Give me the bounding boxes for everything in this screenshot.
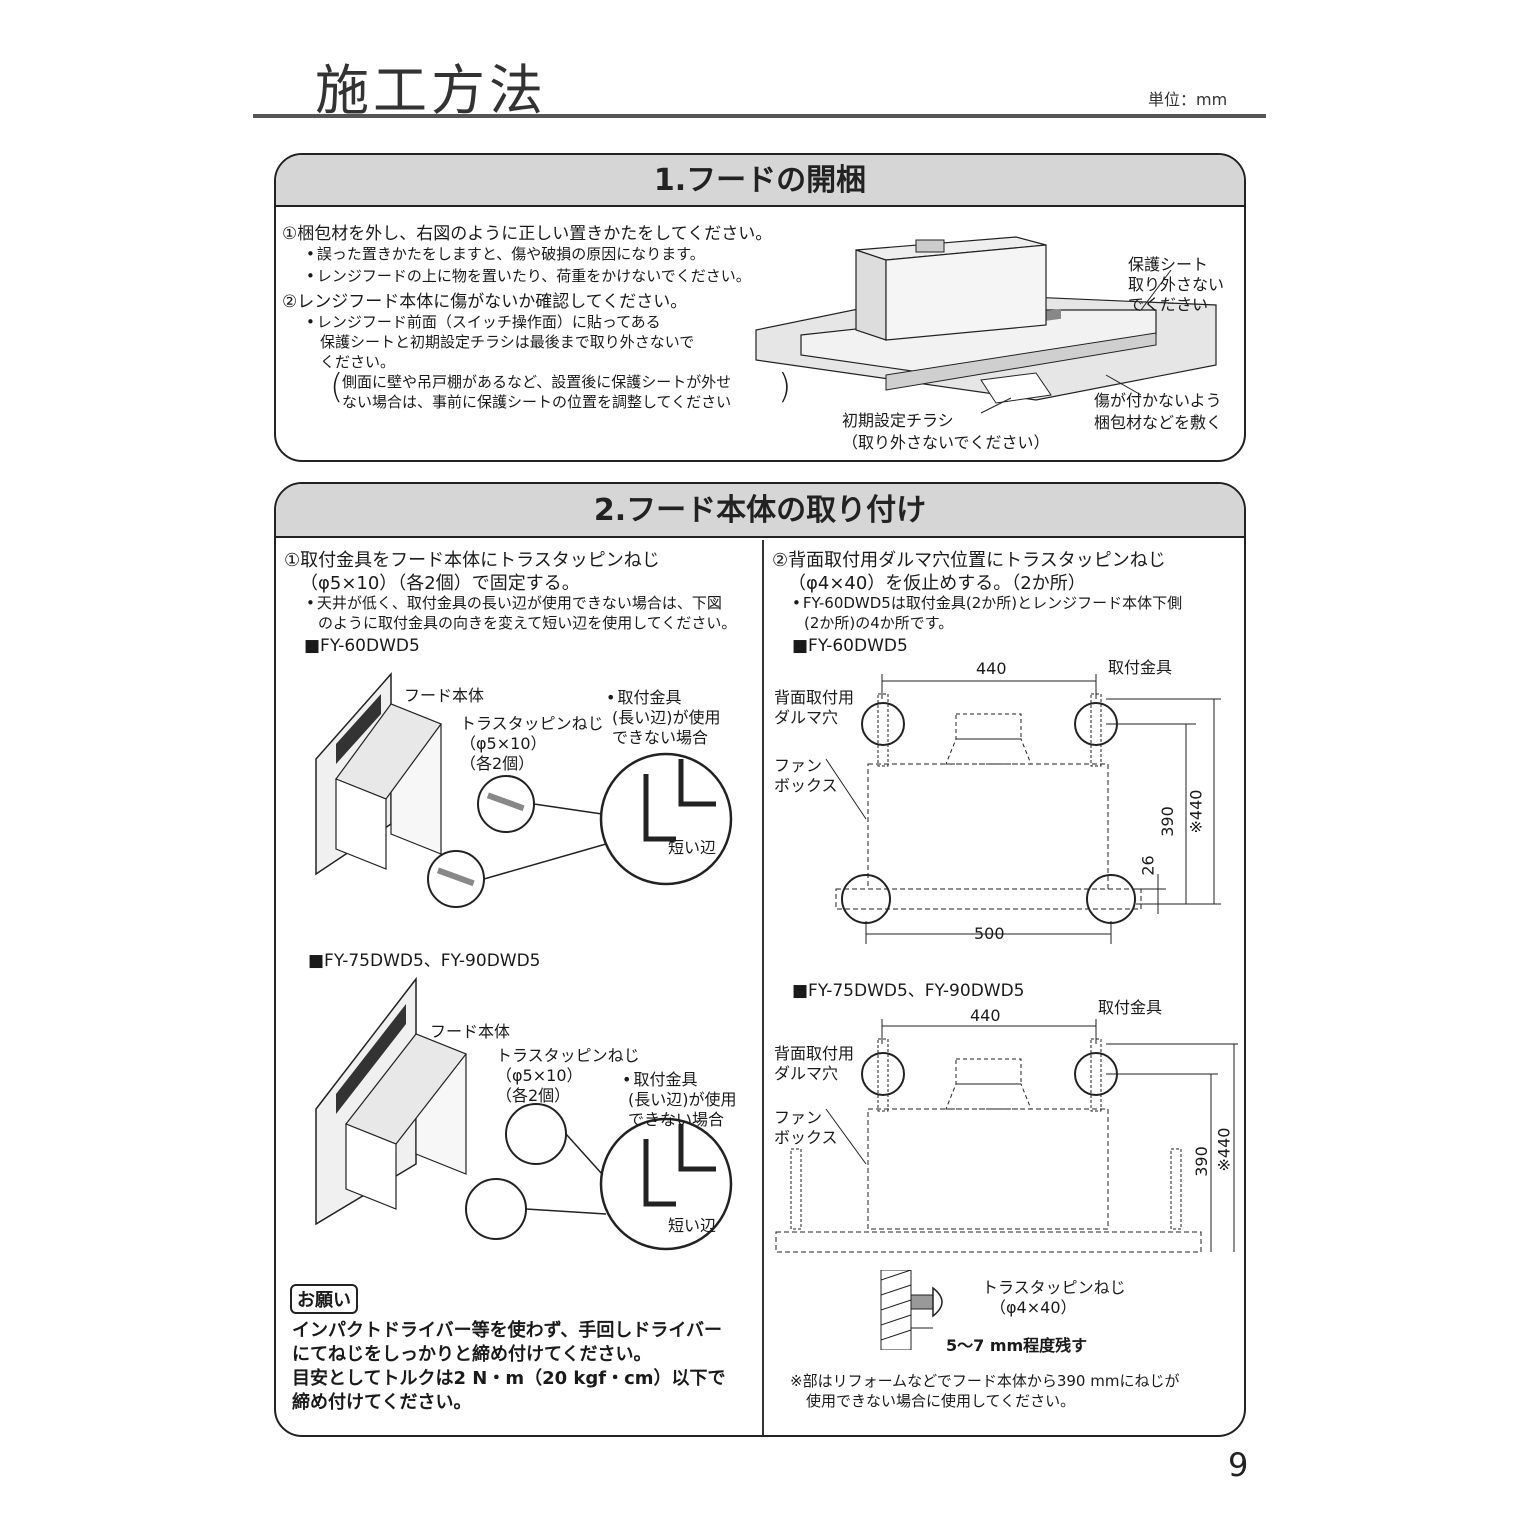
left-note-line-1: 天井が低く、取付金具の長い辺が使用できない場合は、下図 xyxy=(306,592,722,613)
right-model-a: ■FY-60DWD5 xyxy=(792,636,908,656)
step2-note-line-2: 保護シートと初期設定チラシは最後まで取り外さないで xyxy=(320,333,695,351)
leave-length-label: 5～7 mm程度残す xyxy=(946,1336,1088,1355)
section1-heading: 1.フードの開梱 xyxy=(276,155,1244,207)
screw-label-b-2: （φ5×10） xyxy=(496,1066,583,1085)
dim-500-a: 500 xyxy=(974,924,1005,943)
dim-x440-a: ※440 xyxy=(1186,789,1206,834)
right-bracket-label-a: 取付金具 xyxy=(1108,658,1173,677)
right-step-line-1: ②背面取付用ダルマ穴位置にトラスタッピンねじ xyxy=(772,550,1166,571)
flyer-label-1: 初期設定チラシ xyxy=(842,411,954,430)
step2-paren-line-2: ない場合は、事前に保護シートの位置を調整してください xyxy=(342,393,732,411)
request-line-1: インパクトドライバー等を使わず、手回しドライバー xyxy=(292,1320,723,1341)
bracket-fixing-illustration-60 xyxy=(315,672,733,908)
step2-note-line-3: ください。 xyxy=(320,353,396,371)
bracket-label-a-1: 取付金具 xyxy=(606,684,681,708)
hood-unpacking-illustration xyxy=(755,236,1217,414)
page-number: 9 xyxy=(1228,1446,1249,1484)
screw-detail-label-2: （φ4×40） xyxy=(990,1298,1077,1317)
right-note-line-2: (2か所)の4か所です。 xyxy=(804,614,954,632)
bracket-label-b-1: 取付金具 xyxy=(622,1066,697,1090)
request-line-3: 目安としてトルクは2 N・m（20 kgf・cm）以下で xyxy=(292,1368,726,1389)
request-line-4: 締め付けてください。 xyxy=(292,1392,472,1413)
dim-440-a: 440 xyxy=(976,659,1007,678)
right-model-b: ■FY-75DWD5、FY-90DWD5 xyxy=(792,981,1025,1001)
left-model-a: ■FY-60DWD5 xyxy=(304,636,420,656)
protect-sheet-label-3: でください xyxy=(1128,295,1209,314)
bracket-label-a-3: できない場合 xyxy=(612,728,709,747)
fanbox-label-b-1: ファン xyxy=(774,1108,823,1127)
paren-close: ) xyxy=(778,367,792,407)
screw-label-b-1: トラスタッピンねじ xyxy=(496,1046,640,1065)
left-step-line-1: ①取付金具をフード本体にトラスタッピンねじ xyxy=(284,550,660,571)
bracket-label-b-2: (長い辺)が使用 xyxy=(628,1090,737,1109)
screw-detail-illustration xyxy=(880,1270,943,1350)
page-title: 施工方法 xyxy=(315,59,547,122)
dim-390-a: 390 xyxy=(1157,806,1177,837)
unit-label: 単位：mm xyxy=(1148,90,1228,109)
request-badge: お願い xyxy=(290,1284,358,1314)
column-divider xyxy=(762,540,764,1435)
left-model-b: ■FY-75DWD5、FY-90DWD5 xyxy=(308,951,541,971)
footnote-line-2: 使用できない場合に使用してください。 xyxy=(806,1392,1076,1410)
bracket-label-b-3: できない場合 xyxy=(628,1110,725,1129)
right-bracket-label-b: 取付金具 xyxy=(1098,998,1163,1017)
daruma-label-a-1: 背面取付用 xyxy=(774,688,855,707)
packing-label-1: 傷が付かないよう xyxy=(1094,391,1222,410)
dim-440-b: 440 xyxy=(970,1006,1001,1025)
daruma-label-b-2: ダルマ穴 xyxy=(774,1064,839,1083)
daruma-hole-diagram-75-90 xyxy=(775,1019,1238,1253)
footnote-line-1: ※部はリフォームなどでフード本体から390 mmにねじが xyxy=(790,1372,1180,1390)
daruma-hole-diagram-60 xyxy=(825,674,1221,944)
dim-x440-b: ※440 xyxy=(1214,1127,1234,1172)
step2-note-line-1: レンジフード前面（スイッチ操作面）に貼ってある xyxy=(306,311,661,332)
right-step-line-2: （φ4×40）を仮止めする。（2か所） xyxy=(788,573,1086,594)
hood-body-label-a: フード本体 xyxy=(404,686,485,705)
protect-sheet-label-1: 保護シート xyxy=(1128,255,1209,274)
step2-paren-line-1: 側面に壁や吊戸棚があるなど、設置後に保護シートが外せ xyxy=(342,373,732,391)
daruma-label-b-1: 背面取付用 xyxy=(774,1044,855,1063)
protect-sheet-label-2: 取り外さない xyxy=(1128,275,1225,294)
step2-text: ②レンジフード本体に傷がないか確認してください。 xyxy=(282,292,688,312)
section-hood-mounting: 2.フード本体の取り付け ①取付金具をフード本体にトラスタッピンねじ （φ5×1… xyxy=(274,482,1246,1437)
hood-body-label-b: フード本体 xyxy=(430,1022,511,1041)
step1-text: ①梱包材を外し、右図のように正しい置きかたをしてください。 xyxy=(282,224,773,244)
short-side-label-b: 短い辺 xyxy=(668,1216,717,1235)
screw-label-b-3: （各2個） xyxy=(496,1086,571,1105)
left-step-line-2: （φ5×10）（各2個）で固定する。 xyxy=(300,573,580,594)
fanbox-label-a-1: ファン xyxy=(774,756,823,775)
paren-open: ( xyxy=(330,367,344,407)
section2-heading: 2.フード本体の取り付け xyxy=(276,484,1244,538)
fanbox-label-b-2: ボックス xyxy=(774,1128,838,1147)
step1-note-2: レンジフードの上に物を置いたり、荷重をかけないでください。 xyxy=(306,265,751,286)
section-unpacking: 1.フードの開梱 ①梱包材を外し、右図のように正しい置きかたをしてください。 誤… xyxy=(274,153,1246,462)
bracket-label-a-2: (長い辺)が使用 xyxy=(612,708,721,727)
left-note-line-2: のように取付金具の向きを変えて短い辺を使用してください。 xyxy=(318,614,737,632)
flyer-label-2: （取り外さないでください） xyxy=(842,433,1050,452)
daruma-label-a-2: ダルマ穴 xyxy=(774,708,839,727)
dim-390-b: 390 xyxy=(1191,1146,1211,1177)
screw-label-a-3: （各2個） xyxy=(460,754,535,773)
bracket-fixing-illustration-75-90 xyxy=(315,976,733,1251)
request-line-2: にてねじをしっかりと締め付けてください。 xyxy=(292,1344,652,1365)
step1-note-1: 誤った置きかたをしますと、傷や破損の原因になります。 xyxy=(306,243,705,264)
screw-detail-label-1: トラスタッピンねじ xyxy=(982,1278,1126,1297)
packing-label-2: 梱包材などを敷く xyxy=(1094,413,1223,432)
screw-label-a-2: （φ5×10） xyxy=(460,734,547,753)
fanbox-label-a-2: ボックス xyxy=(774,776,838,795)
title-rule xyxy=(253,114,1266,118)
right-note-line-1: FY-60DWD5は取付金具(2か所)とレンジフード本体下側 xyxy=(792,592,1182,613)
short-side-label-a: 短い辺 xyxy=(668,838,717,857)
screw-label-a-1: トラスタッピンねじ xyxy=(460,714,604,733)
dim-26-a: 26 xyxy=(1138,855,1158,876)
